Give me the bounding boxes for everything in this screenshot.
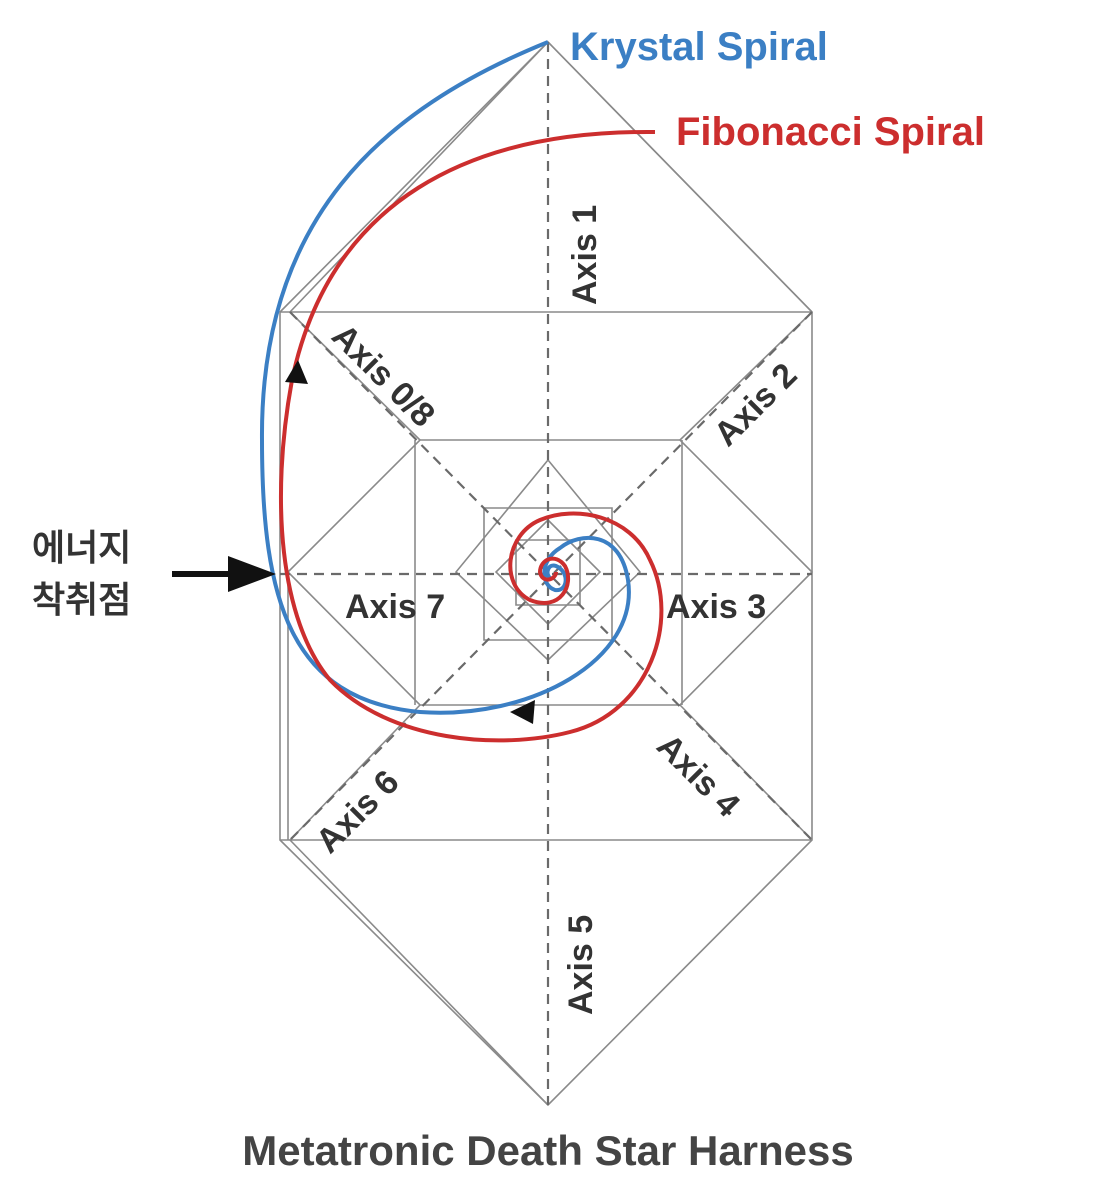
middle-octagon [286,439,814,706]
inner-top-left [289,41,549,313]
energy-point-label-line2: 착취점 [32,580,131,621]
inner-bottom-left [289,839,549,1106]
inner-top-right-a [547,41,813,313]
energy-arrow-icon [228,556,276,592]
axis-2-label: Axis 2 [707,356,805,454]
krystal-spiral [259,40,631,715]
spirals [259,40,664,743]
axis-4-label: Axis 4 [649,727,747,825]
connector-tr [679,311,813,441]
axis-5-label: Axis 5 [562,915,600,1015]
arrow-left-icon [510,700,535,724]
inner-octagon [483,507,613,641]
fibonacci-legend-label: Fibonacci Spiral [676,110,985,154]
connector-tl [289,311,421,441]
energy-point-label-line1: 에너지 [32,528,131,569]
axis-3-label: Axis 3 [666,588,766,626]
diagonal-axis-line-b [289,311,813,841]
arrow-up-icon [285,360,308,384]
axis-0-8-label: Axis 0/8 [324,317,442,435]
axis-7-label: Axis 7 [345,588,445,626]
diagonal-axis-line-a [289,311,813,841]
connector-bl [289,704,421,841]
diagram-title: Metatronic Death Star Harness [242,1127,854,1174]
axis-1-label: Axis 1 [566,205,604,305]
axis-6-label: Axis 6 [309,763,407,861]
energy-point-pointer [172,556,276,592]
krystal-legend-label: Krystal Spiral [570,25,828,69]
